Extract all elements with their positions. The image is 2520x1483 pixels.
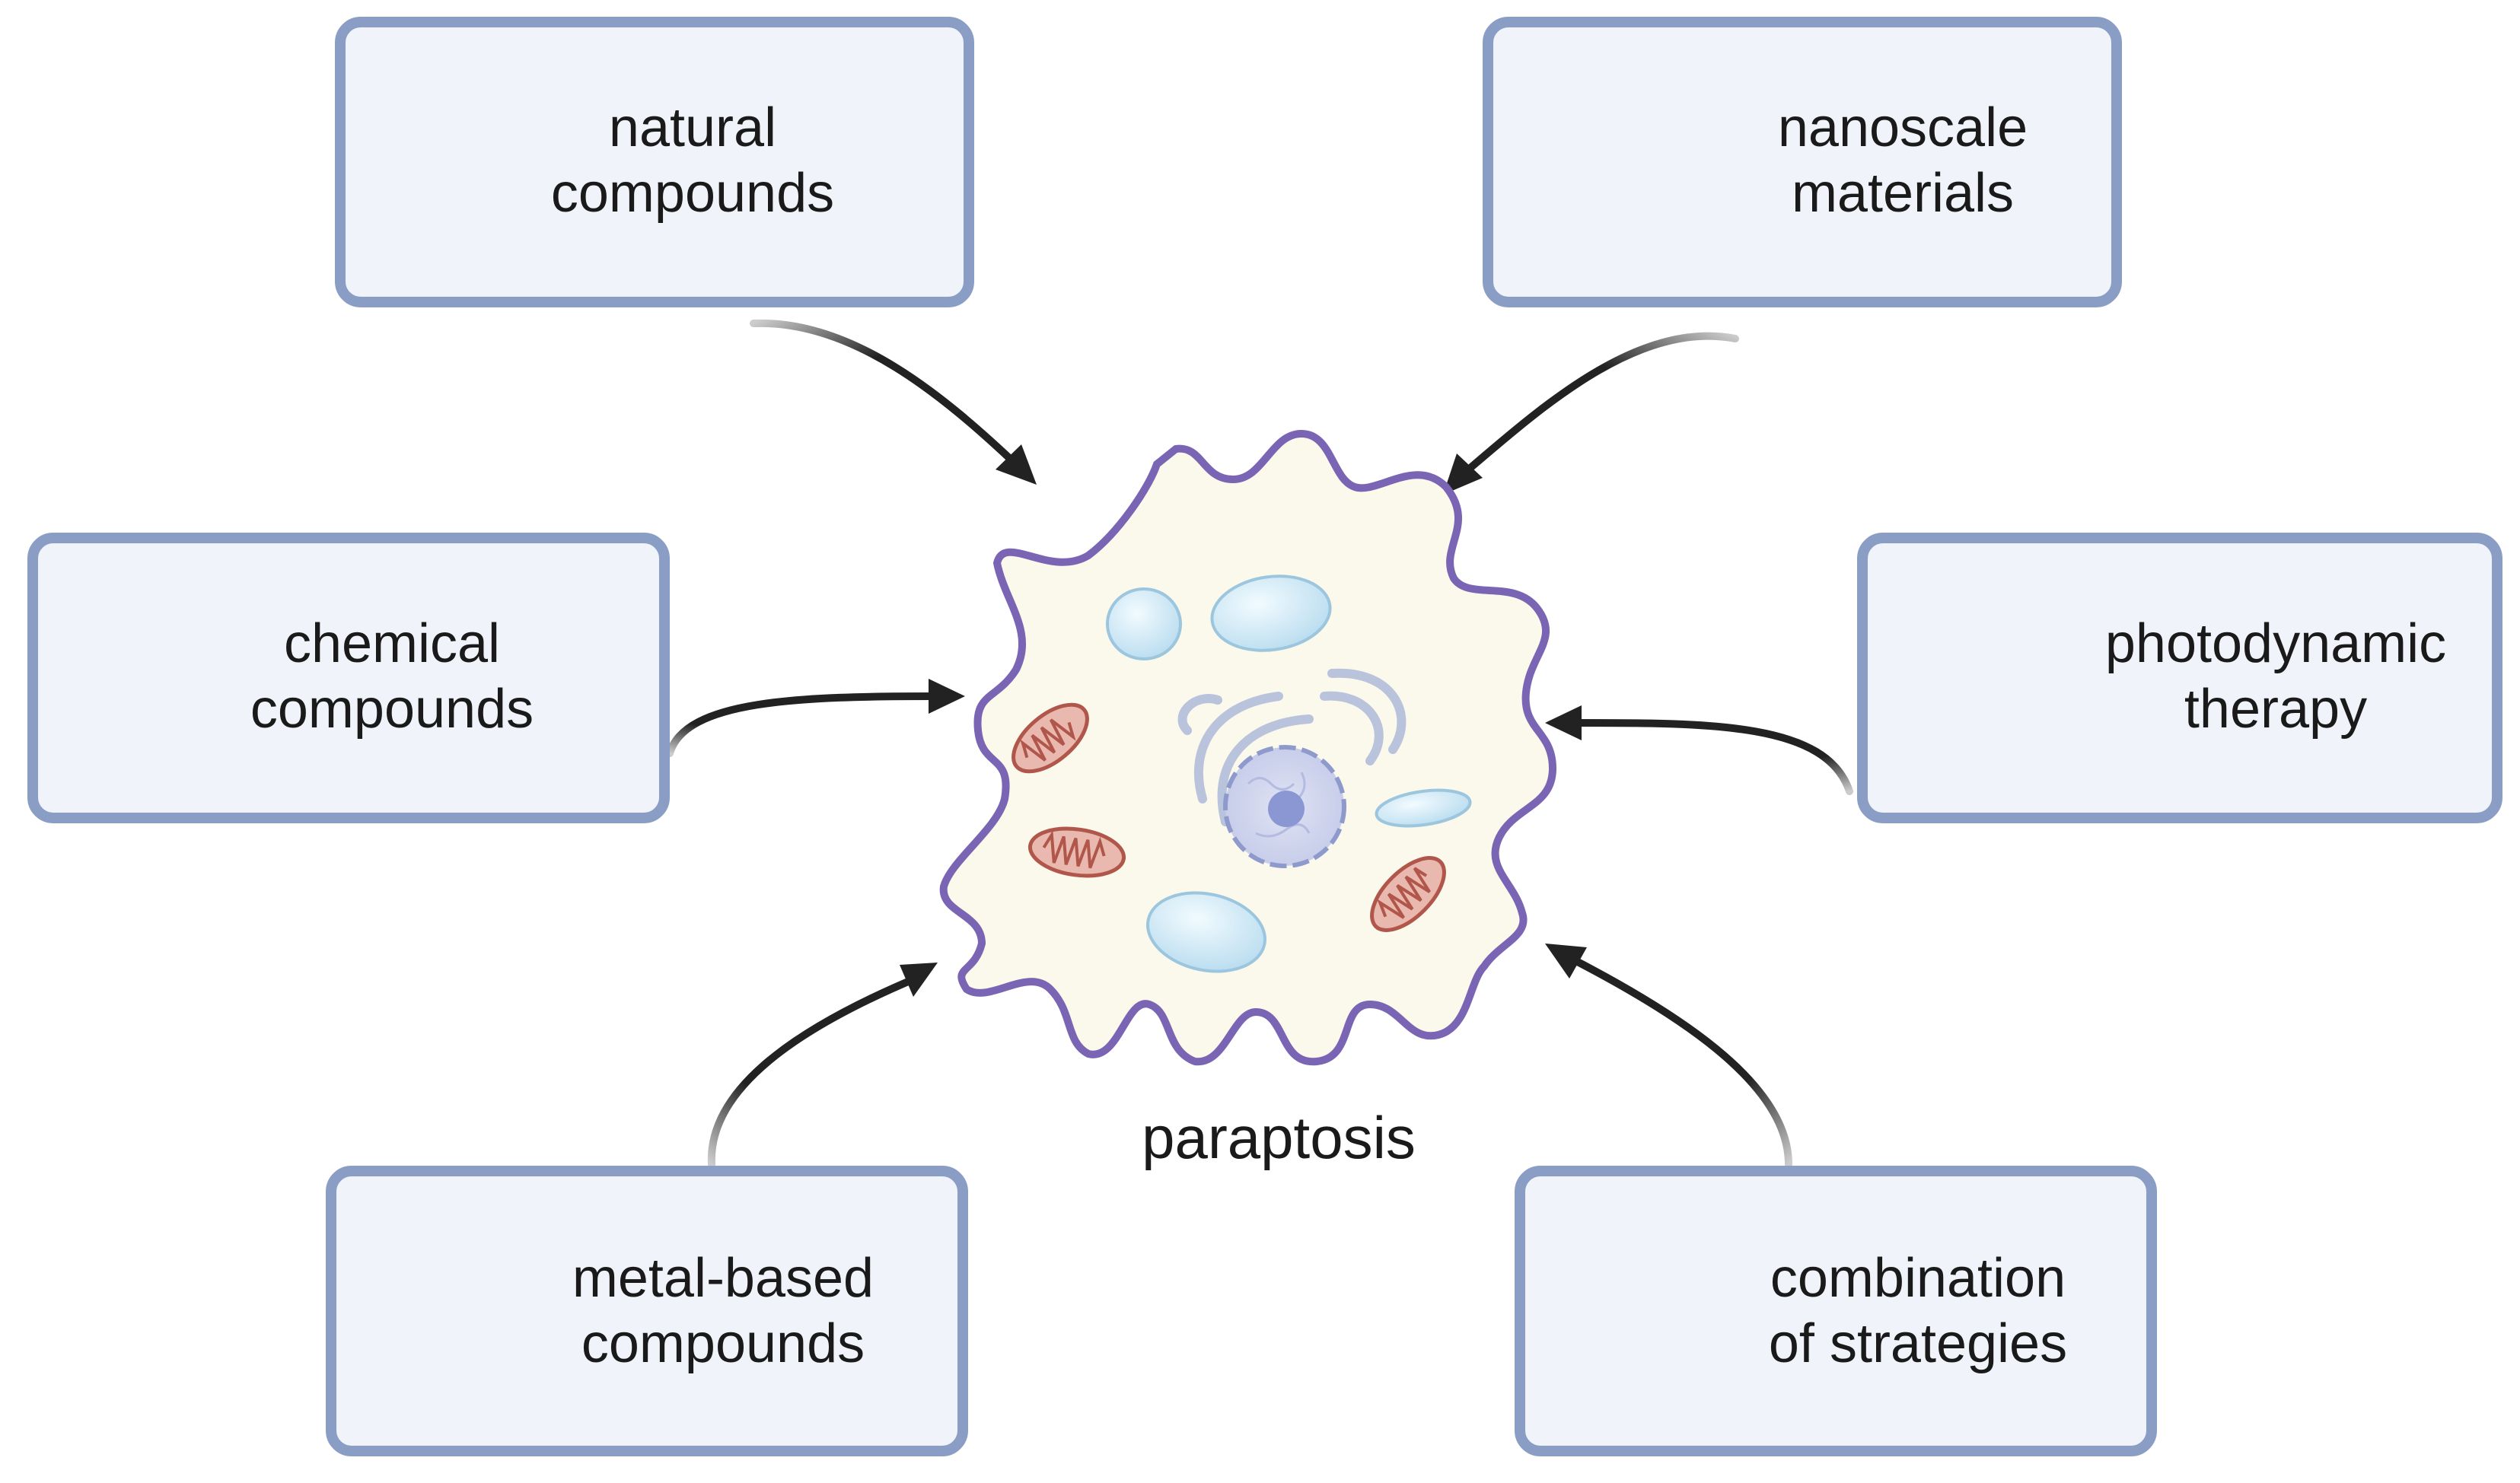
- nanoscale-line2: materials: [1791, 163, 2015, 224]
- photodynamic-line1: photodynamic: [2104, 613, 2447, 674]
- box-photodynamic-therapy: [1857, 533, 2502, 823]
- natural-line2: compounds: [550, 163, 835, 224]
- mitochondrion: [1027, 826, 1126, 878]
- cell-illustration: [939, 429, 1557, 1066]
- box-combination-of-strategies: [1515, 1166, 2157, 1456]
- chemical-line1: chemical: [283, 613, 501, 674]
- label-photodynamic-therapy: photodynamic therapy: [2070, 611, 2481, 742]
- metal-line2: compounds: [581, 1313, 865, 1374]
- box-chemical-compounds: [27, 533, 670, 823]
- label-natural-compounds: natural compounds: [533, 95, 852, 226]
- arrow-nanoscale: [1443, 332, 1739, 495]
- combination-line2: of strategies: [1768, 1313, 2068, 1374]
- label-combination-of-strategies: combination of strategies: [1743, 1246, 2093, 1376]
- natural-line1: natural: [608, 97, 777, 158]
- vacuole: [1145, 891, 1267, 973]
- vacuole: [1106, 587, 1182, 660]
- arrow-combination: [1545, 944, 1792, 1168]
- photodynamic-line2: therapy: [2184, 679, 2368, 740]
- arrow-photodynamic: [1545, 705, 1853, 795]
- arrow-chemical: [666, 679, 965, 757]
- vacuole: [1210, 574, 1332, 652]
- label-chemical-compounds: chemical compounds: [228, 611, 556, 742]
- chemical-line2: compounds: [250, 679, 534, 740]
- box-nanoscale-materials: [1483, 17, 2122, 307]
- metal-line1: metal-based: [572, 1248, 875, 1309]
- center-label-paraptosis: paraptosis: [1142, 1104, 1416, 1171]
- vacuole: [1375, 788, 1472, 828]
- arrow-natural: [750, 319, 1037, 485]
- endoplasmic-reticulum: [1177, 668, 1407, 826]
- mitochondrion: [1012, 702, 1089, 774]
- nucleolus: [1268, 791, 1305, 827]
- mitochondrion: [1370, 856, 1446, 932]
- label-nanoscale-materials: nanoscale materials: [1743, 95, 2063, 226]
- box-metal-based-compounds: [326, 1166, 968, 1456]
- box-natural-compounds: [335, 17, 974, 307]
- nanoscale-line1: nanoscale: [1777, 97, 2028, 158]
- combination-line1: combination: [1770, 1248, 2066, 1309]
- label-metal-based-compounds: metal-based compounds: [548, 1246, 898, 1376]
- arrow-metal: [707, 963, 938, 1168]
